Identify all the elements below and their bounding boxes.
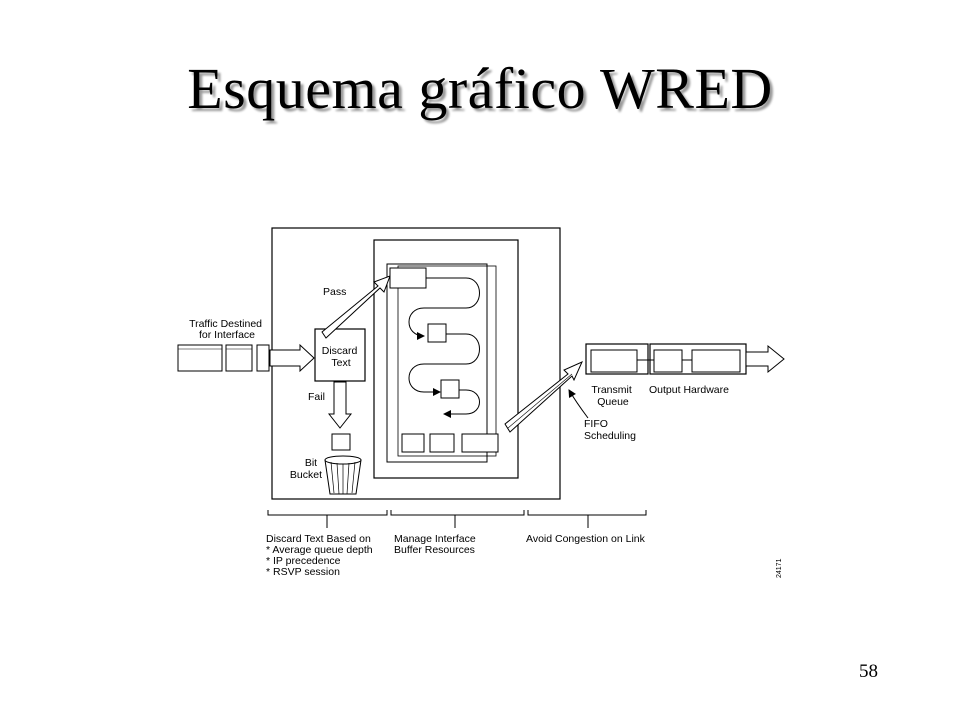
manage-buffer-label: Manage Interface Buffer Resources <box>394 533 479 556</box>
discard-box-label: Discard Text <box>322 345 361 369</box>
page-number: 58 <box>859 661 878 682</box>
bit-bucket-label: Bit Bucket <box>290 457 322 481</box>
buffer-frame <box>373 239 519 479</box>
input-arrow <box>269 343 315 373</box>
pass-arrow <box>321 275 391 339</box>
bottom-brackets <box>267 510 647 528</box>
figure-id-label: 24171 <box>776 558 783 578</box>
output-hardware <box>637 343 747 375</box>
fifo-label: FIFO Scheduling <box>584 418 636 442</box>
queue-frame <box>386 263 488 463</box>
fail-label: Fail <box>308 391 325 403</box>
fail-arrow <box>327 381 353 429</box>
transmit-queue <box>585 343 649 375</box>
discarded-packet <box>331 433 351 451</box>
discard-box <box>314 328 366 382</box>
avoid-congestion-label: Avoid Congestion on Link <box>526 533 646 545</box>
fifo-pointer <box>568 389 589 419</box>
input-traffic-packets <box>177 344 270 372</box>
slide-title: Esquema gráfico WRED <box>187 56 773 121</box>
transmit-queue-label: Transmit Queue <box>591 384 634 408</box>
output-arrow <box>745 344 785 374</box>
output-hardware-label: Output Hardware <box>649 384 729 396</box>
traffic-label: Traffic Destined for Interface <box>189 318 265 341</box>
queue-flow <box>389 267 499 453</box>
bit-bucket-icon <box>324 455 362 495</box>
pass-label: Pass <box>323 286 346 298</box>
fifo-arrow <box>504 361 583 433</box>
discard-criteria-label: Discard Text Based on * Average queue de… <box>266 533 376 578</box>
